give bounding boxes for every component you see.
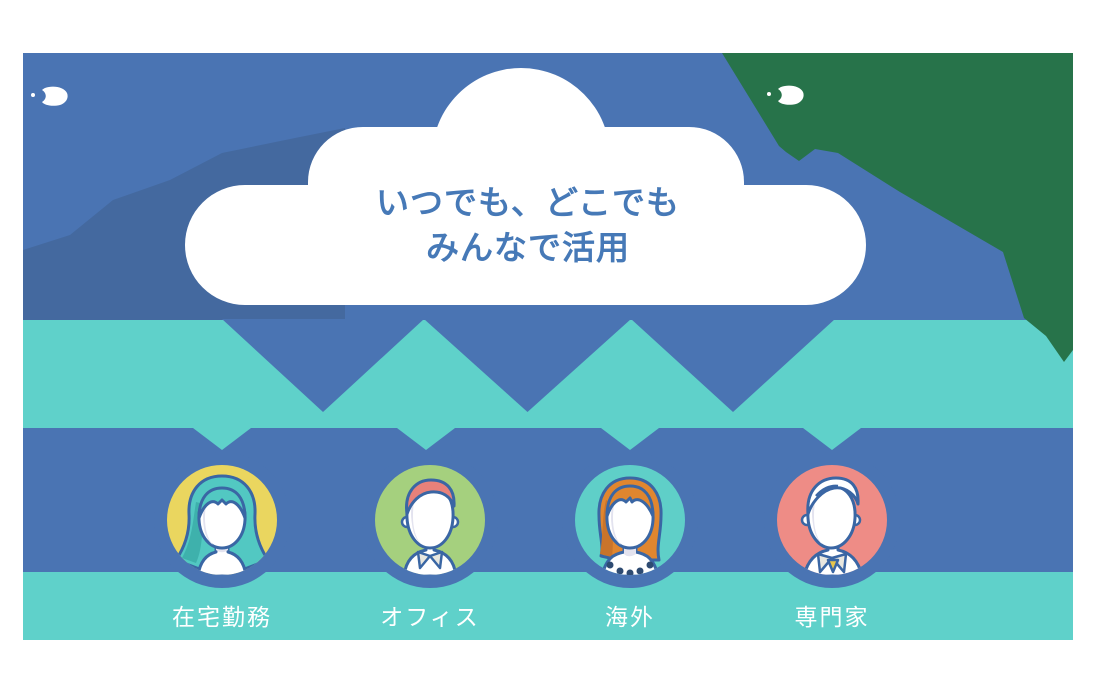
label-overseas: 海外	[605, 604, 655, 630]
avatar-overseas	[562, 452, 698, 588]
avatar-expert	[764, 452, 900, 588]
label-office: オフィス	[380, 604, 480, 630]
bird-icon	[767, 85, 804, 105]
woman-orange-hair-icon	[575, 465, 685, 575]
cloud-caption-line2: みんなで活用	[426, 229, 630, 266]
avatar-office	[362, 452, 498, 588]
avatar-work-from-home	[154, 452, 290, 588]
man-salmon-hair-icon	[375, 465, 485, 575]
woman-teal-hair-icon	[167, 465, 277, 575]
cloud-caption: いつでも、どこでも みんなで活用	[328, 180, 728, 270]
bird-icon	[31, 86, 68, 106]
cloud-caption-line1: いつでも、どこでも	[375, 184, 681, 221]
man-white-hair-icon	[777, 465, 887, 575]
cloud-shape-top-bump	[432, 68, 610, 246]
label-expert: 専門家	[794, 604, 870, 630]
label-work-from-home: 在宅勤務	[172, 604, 272, 630]
